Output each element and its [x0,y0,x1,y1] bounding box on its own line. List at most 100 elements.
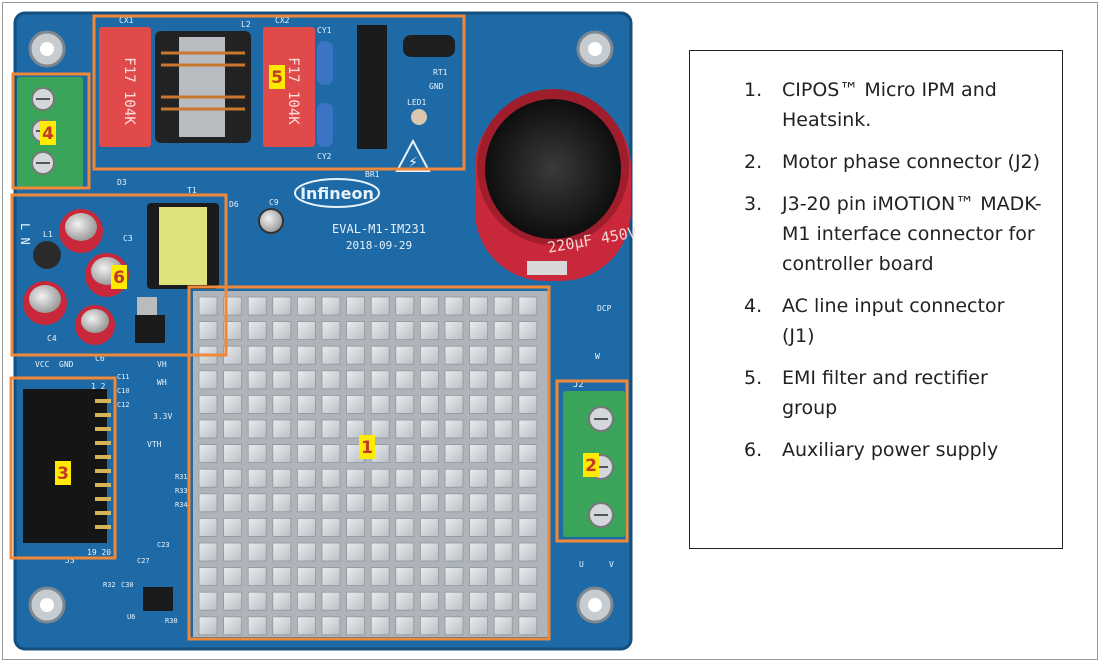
heatsink-fin [444,296,464,316]
legend-item-text: AC line input connector (J1) [782,295,1005,347]
silk-dcp: DCP [597,304,612,313]
heatsink-fin [272,419,292,439]
heatsink-fin [198,419,218,439]
heatsink-fin [321,517,341,537]
heatsink-fin [223,468,243,488]
silk-vh: VH [157,360,167,369]
heatsink-fin [272,296,292,316]
silk-j3: J3 [65,556,75,565]
callout-label-4: 4 [42,124,54,144]
legend-item: 5. EMI filter and rectifier group [690,363,1062,423]
silk-led1: LED1 [407,98,426,107]
heatsink-fin [493,345,513,365]
silk-t1: T1 [187,186,197,195]
heatsink-fin [469,444,489,464]
heatsink-fin [321,493,341,513]
heatsink-fin [223,444,243,464]
heatsink-fin [223,591,243,611]
heatsink-fin [321,345,341,365]
heatsink-fin [395,394,415,414]
heatsink-fin [346,493,366,513]
heatsink-fin [395,370,415,390]
film-capacitor-cx1 [99,27,151,147]
heatsink-fin [395,419,415,439]
silk-j3-pins-top: 1 2 [91,382,106,391]
heatsink-fin [198,394,218,414]
heatsink-fin [370,296,390,316]
callout-box-1 [187,285,551,641]
callout-labels: 5 4 6 3 1 2 [40,65,599,485]
heatsink-fin [444,493,464,513]
heatsink-fin [419,345,439,365]
board-illustration: F17 104K F17 104K ⚡ CX1 L2 CX2 CY1 CY2 R… [9,11,638,651]
heatsink-fin [469,370,489,390]
heatsink-fin [395,296,415,316]
heatsink-fin [247,468,267,488]
heatsink-fin [296,394,316,414]
heatsink-fin [247,419,267,439]
heatsink-fin [370,591,390,611]
heatsink-fin [518,616,538,636]
heatsink-fin [247,542,267,562]
heatsink-fin [419,616,439,636]
heatsink-fin [395,321,415,341]
heatsink-fin [370,394,390,414]
silk-c27: C27 [137,557,150,565]
silk-3v3: 3.3V [153,412,172,421]
heatsink-fin [346,591,366,611]
heatsink-fin [493,542,513,562]
heatsink-fin [296,567,316,586]
callout-label-5: 5 [271,68,283,88]
heatsink-fin [469,296,489,316]
board-date: 2018-09-29 [346,239,412,252]
callout-boxes [9,14,629,641]
heatsink-fin [198,468,218,488]
heatsink-fin [247,517,267,537]
silk-c12: C12 [117,401,130,409]
silk-r34: R34 [175,501,188,509]
callout-box-2 [555,379,629,543]
heatsink-fin [444,567,464,586]
heatsink-fin [370,370,390,390]
heatsink-fin [321,321,341,341]
heatsink-fin [518,444,538,464]
heatsink-fin [395,468,415,488]
silk-rt1: RT1 [433,68,448,77]
mounting-holes [28,30,614,624]
heatsink-fin [444,517,464,537]
heatsink-fin [518,591,538,611]
heatsink-fin [419,567,439,586]
silk-j3-pins-bottom: 19 20 [87,548,111,557]
heatsink-fin [198,616,218,636]
y-capacitor-cy1 [317,41,333,85]
heatsink-fin [321,370,341,390]
heatsink-fin [223,542,243,562]
heatsink-fin [247,616,267,636]
heatsink-fin [493,493,513,513]
heatsink-fin [247,370,267,390]
heatsink-fin [444,444,464,464]
heatsink-fin [419,321,439,341]
heatsink-fin [223,370,243,390]
heatsink-fin [272,542,292,562]
heatsink-fin [346,394,366,414]
heatsink-fin [518,370,538,390]
heatsink-fin [247,345,267,365]
heatsink-fin [272,394,292,414]
heatsink [193,291,549,637]
heatsink-fin [198,542,218,562]
legend-item-number: 6. [744,439,763,461]
legend-item-text: CIPOS™ Micro IPM and Heatsink. [782,79,997,131]
heatsink-fin [493,296,513,316]
legend-item-number: 4. [744,295,763,317]
heatsink-fin [469,517,489,537]
heatsink-fin [469,419,489,439]
silk-c23: C23 [157,541,170,549]
heatsink-fin [296,468,316,488]
heatsink-fin [198,444,218,464]
heatsink-fin [346,345,366,365]
heatsink-fin [198,370,218,390]
legend-item: 6. Auxiliary power supply [690,435,1062,465]
silk-br1: BR1 [365,170,380,179]
silk-c11: C11 [117,373,130,381]
